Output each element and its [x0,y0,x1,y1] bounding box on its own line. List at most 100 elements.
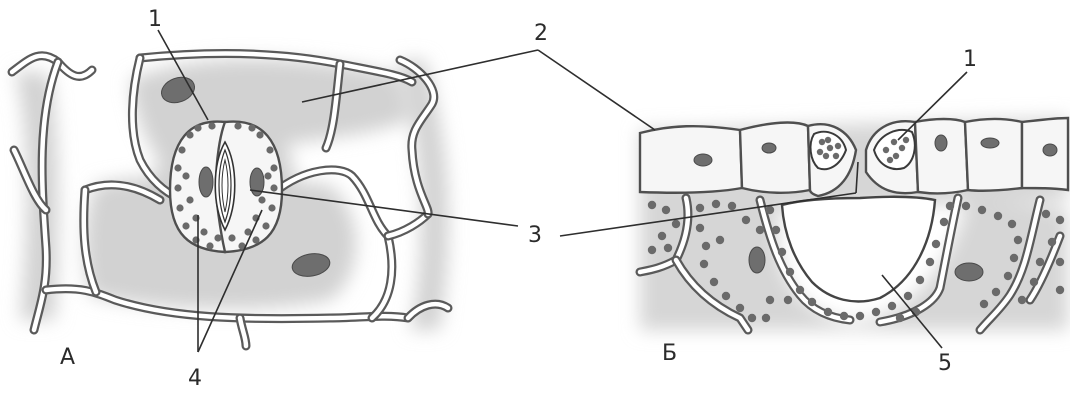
label-3: 3 [528,223,542,248]
chloroplast [258,196,265,203]
chloroplast [712,200,720,208]
panel-letter-a: А [60,345,75,370]
chloroplast [648,246,656,254]
chloroplast [940,218,948,226]
chloroplast [264,172,271,179]
chloroplast [992,288,1000,296]
chloroplast [827,145,833,151]
chloroplast [833,153,839,159]
epidermal-nucleus [935,135,947,151]
chloroplast [980,300,988,308]
mesophyll-nucleus [955,263,983,281]
chloroplast [270,184,277,191]
chloroplast [817,149,823,155]
chloroplast [174,184,181,191]
chloroplast [194,124,201,131]
chloroplast [728,202,736,210]
chloroplast [1056,286,1064,294]
chloroplast [778,248,786,256]
label-2: 2 [534,21,548,46]
chloroplast [891,139,897,145]
chloroplast [176,204,183,211]
label-4: 4 [188,366,202,391]
chloroplast [252,236,259,243]
chloroplast [1010,254,1018,262]
chloroplast [696,204,704,212]
chloroplast [824,308,832,316]
chloroplast [1004,272,1012,280]
chloroplast [228,234,235,241]
chloroplast [722,292,730,300]
chloroplast [772,226,780,234]
panel-letter-b: Б [662,341,677,366]
chloroplast [1018,296,1026,304]
guard-cells [170,122,282,252]
chloroplast [182,172,189,179]
chloroplast [1048,238,1056,246]
chloroplast [186,131,193,138]
chloroplast [664,244,672,252]
label-1-left: 1 [148,7,162,32]
chloroplast [186,196,193,203]
chloroplast [1014,236,1022,244]
chloroplast [266,146,273,153]
panel-a [12,53,448,346]
chloroplast [856,312,864,320]
chloroplast [883,147,889,153]
chloroplast [962,202,970,210]
chloroplast [887,157,893,163]
chloroplast [234,122,241,129]
substomatal-cavity [782,197,935,302]
chloroplast [248,124,255,131]
chloroplast [748,314,756,322]
chloroplast [766,206,774,214]
mesophyll-nucleus [749,247,765,273]
panel-b [640,118,1068,330]
chloroplast [270,164,277,171]
chloroplast [784,296,792,304]
chloroplast [182,222,189,229]
chloroplast [904,292,912,300]
chloroplast [766,296,774,304]
chloroplast [899,145,905,151]
chloroplast [796,286,804,294]
chloroplast [1008,220,1016,228]
chloroplast [200,228,207,235]
chloroplast [840,312,848,320]
chloroplast [825,137,831,143]
chloroplast [208,122,215,129]
chloroplast [1056,258,1064,266]
chloroplast [268,204,275,211]
guard-cell-nucleus [199,167,213,197]
chloroplast [702,242,710,250]
chloroplast [916,276,924,284]
chloroplast [926,258,934,266]
chloroplast [1030,278,1038,286]
chloroplast [736,304,744,312]
chloroplast [978,206,986,214]
chloroplast [762,314,770,322]
chloroplast [903,137,909,143]
epidermal-nucleus [762,143,776,153]
chloroplast [262,222,269,229]
chloroplast [994,212,1002,220]
chloroplast [786,268,794,276]
chloroplast [819,139,825,145]
chloroplast [256,131,263,138]
chloroplast [716,236,724,244]
chloroplast [662,206,670,214]
chloroplast [648,201,656,209]
chloroplast [835,143,841,149]
chloroplast [696,224,704,232]
chloroplast [872,308,880,316]
chloroplast [896,314,904,322]
chloroplast [214,234,221,241]
chloroplast [700,260,708,268]
chloroplast [756,226,764,234]
chloroplast [946,202,954,210]
epidermal-nucleus [1043,144,1057,156]
epidermal-nucleus [694,154,712,166]
chloroplast [672,220,680,228]
chloroplast [888,302,896,310]
chloroplast [710,278,718,286]
